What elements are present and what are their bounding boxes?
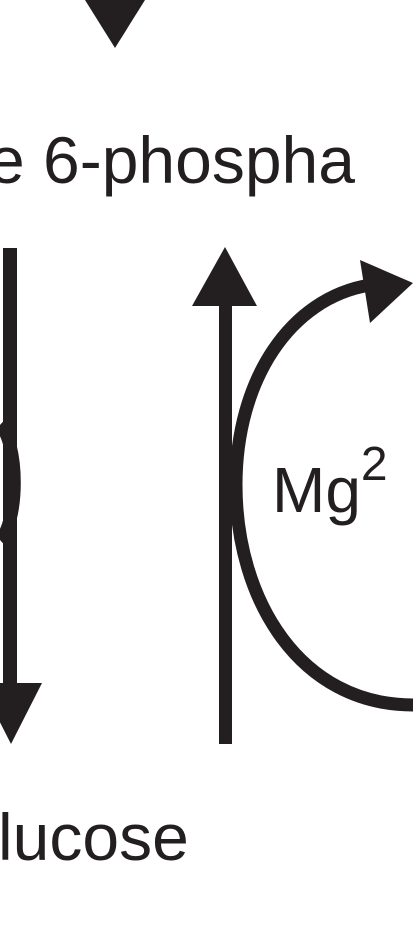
cofactor-superscript: 2 [361,438,388,491]
left-arrowhead [0,683,42,744]
top-arrowhead [85,0,145,48]
bottom-metabolite-label: lucose [0,800,189,874]
left-curve-fragment [0,420,21,545]
right-arrowhead [192,247,257,306]
cofactor-arrowhead [360,260,413,323]
cofactor-symbol: Mg [272,454,361,526]
cofactor-label: Mg2 [272,438,388,526]
top-metabolite-label: e 6-phospha [0,123,355,197]
cofactor-curve [229,278,413,712]
right-arrow-shaft [219,300,232,744]
